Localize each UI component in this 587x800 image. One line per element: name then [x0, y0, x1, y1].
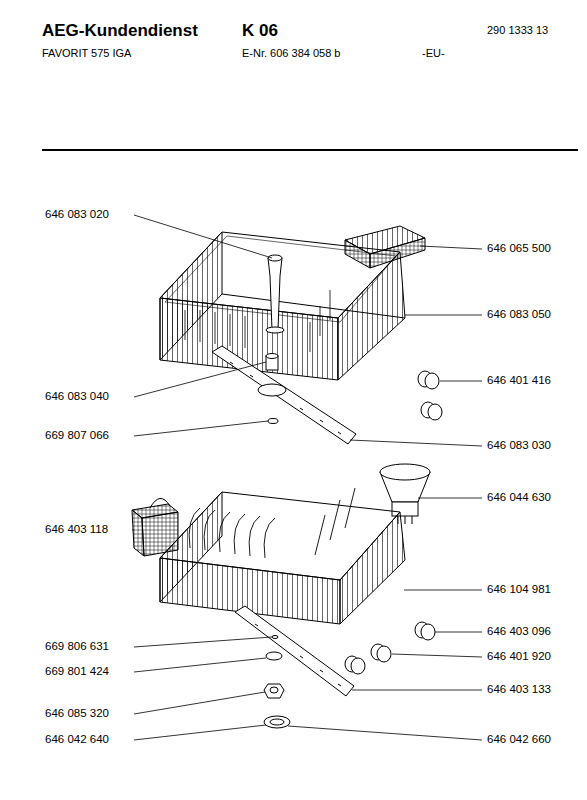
part-number: 646 044 630: [487, 492, 551, 504]
sheet-code: K 06: [242, 22, 278, 39]
document-number: 290 1333 13: [487, 25, 548, 36]
leader-lines: [132, 215, 482, 740]
upper-spray-arm: [212, 346, 356, 444]
lower-basket: [160, 488, 405, 624]
part-number: 646 403 118: [45, 524, 108, 536]
part-number: 646 083 020: [45, 209, 109, 221]
part-number: 669 807 066: [45, 430, 109, 442]
part-number: 669 801 424: [45, 666, 109, 678]
part-number: 646 403 133: [487, 684, 551, 696]
upper-basket: [160, 232, 405, 380]
header-rule: [42, 149, 578, 151]
part-number: 646 401 920: [487, 651, 551, 663]
model-name: FAVORIT 575 IGA: [42, 48, 131, 59]
part-number: 646 401 416: [487, 375, 551, 387]
product-number: E-Nr. 606 384 058 b: [242, 48, 340, 59]
part-number: 646 085 320: [45, 708, 109, 720]
lower-wheels: [345, 622, 435, 674]
part-number: 646 042 640: [45, 734, 109, 746]
part-number: 669 806 631: [45, 641, 109, 653]
upper-wheels: [418, 371, 442, 420]
sheet-title: AEG-Kundendienst: [42, 22, 198, 39]
part-number: 646 104 981: [487, 584, 551, 596]
part-number: 646 042 660: [487, 734, 551, 746]
cutlery-rack: [345, 226, 425, 268]
center-mast: [266, 255, 284, 333]
market-code: -EU-: [422, 48, 445, 59]
lower-spray-arm: [235, 606, 354, 728]
part-number: 646 083 030: [487, 440, 551, 452]
lower-nozzle: [380, 464, 430, 524]
part-number: 646 083 040: [45, 391, 109, 403]
part-number: 646 065 500: [487, 243, 551, 255]
part-number: 646 083 050: [487, 309, 551, 321]
part-number: 646 403 096: [487, 626, 551, 638]
